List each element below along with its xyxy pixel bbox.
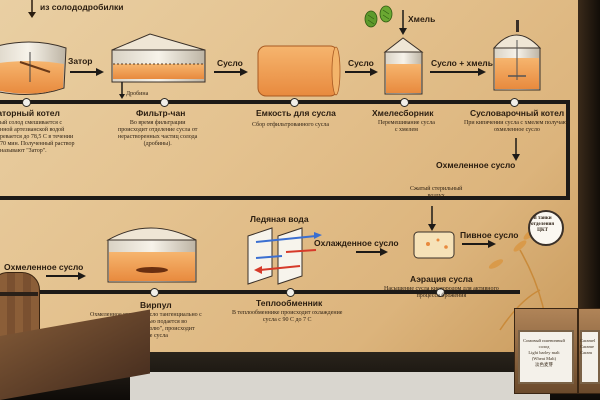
track-node [160,98,169,107]
flow-label-beer-wort: Пивное сусло [460,230,518,240]
flow-label-suslo-hmel: Сусло + хмель [431,58,493,68]
track-node [510,98,519,107]
flow-label-hmel: Хмель [408,14,435,24]
stage-title-wort-kettle: Сусловарочный котел [470,108,564,118]
flow-label-ohmel-left: Охмеленное сусло [4,262,83,272]
flow-track-upper [0,100,570,104]
mash-tun-vessel [0,42,66,95]
heat-exchanger-icon [248,228,322,284]
stage-title-heat-exchange: Теплообменник [256,298,322,308]
flow-label-suslo-1: Сусло [217,58,243,68]
aeration-unit [414,206,454,258]
stage-title-wort-tank: Емкость для сусла [256,108,336,118]
track-node [22,98,31,107]
stage-desc-aeration: Насыщение сусла кислородом для активного… [384,286,499,300]
track-node [150,288,159,297]
lauter-tun-vessel [112,34,205,99]
flow-label-cooled: Охлажденное сусло [314,238,399,248]
hop-mixer-vessel [385,38,422,94]
track-node [290,98,299,107]
flow-track-right-connector [566,100,570,198]
stage-title-mash-tun: Заторный котел [0,108,60,118]
wort-kettle-vessel [494,20,540,90]
flow-label-zator: Затор [68,56,93,66]
flow-track-middle [0,196,570,200]
track-node [400,98,409,107]
stage-desc-wort-tank: Сбор отфильтрованного сусла [252,122,329,129]
stage-title-whirlpool: Вирпул [140,300,172,310]
stage-title-hop-mixer: Хмелесборник [372,108,433,118]
flow-label-ohmel-right: Охмеленное сусло [436,160,515,170]
stage-title-lauter-tun: Фильтр-чан [136,108,185,118]
barrel-hoop [0,292,38,296]
flow-label-suslo-2: Сусло [348,58,374,68]
wort-tank-vessel [258,46,340,96]
flow-label-ice-water: Ледяная вода [250,214,309,224]
white-panel [130,372,550,400]
source-label: из солододробилки [40,2,124,12]
track-node [286,288,295,297]
flow-label-drobina: Дробина [126,91,148,98]
whirlpool-vessel [108,228,196,282]
hop-cones-icon [365,6,392,27]
stage-title-aeration: Аэрация сусла [410,274,473,284]
